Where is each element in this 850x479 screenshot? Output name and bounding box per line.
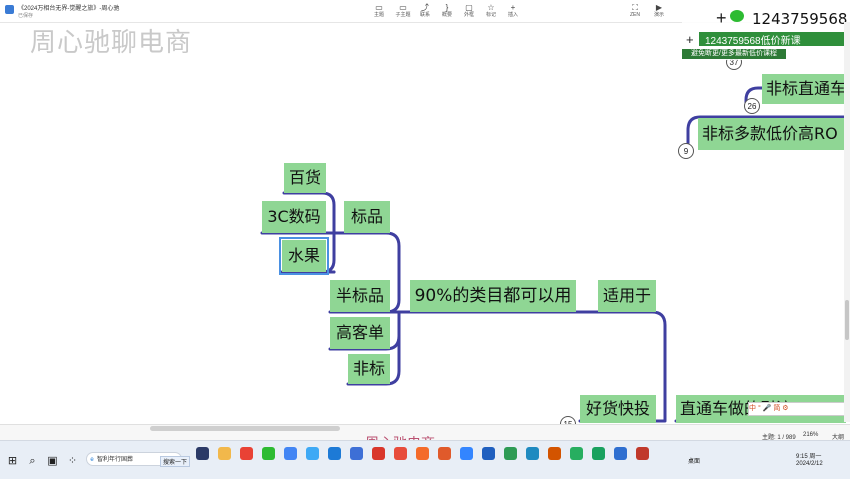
wechat-icon (730, 10, 744, 22)
music-icon[interactable] (394, 447, 407, 460)
toolbar-button-boundary[interactable]: ▢外框 (458, 3, 480, 21)
task-view-icon[interactable]: ▣ (47, 455, 58, 467)
insert-icon: + (510, 3, 516, 12)
node-3c-digital[interactable]: 3C数码 (262, 201, 326, 233)
app-icon (5, 5, 14, 14)
pdf-icon[interactable] (548, 447, 561, 460)
vertical-scrollbar[interactable] (844, 22, 850, 422)
toolbar-button-insert[interactable]: +插入 (502, 3, 524, 21)
node-feibiao-zhitongche[interactable]: 非标直通车 (762, 74, 850, 104)
search-button[interactable]: 搜索一下 (160, 456, 191, 467)
node-haohuo-kuaitou[interactable]: 好货快投 (580, 395, 656, 423)
node-feibiao-multi[interactable]: 非标多款低价高RO (698, 118, 850, 150)
photoshop-icon[interactable] (196, 447, 209, 460)
xmind-icon[interactable] (416, 447, 429, 460)
link-icon: ⤴ (421, 3, 429, 12)
folder-icon[interactable] (218, 447, 231, 460)
node-ninety-percent[interactable]: 90%的类目都可以用 (410, 280, 576, 312)
save-status: 已保存 (18, 13, 34, 19)
windows-start-icon[interactable]: ⊞ (7, 455, 18, 467)
node-biaopin[interactable]: 标品 (344, 201, 390, 233)
mindmap-connectors (260, 86, 850, 423)
toolbar-button-topic[interactable]: ▭主题 (368, 3, 390, 21)
edge-icon: e (90, 457, 94, 463)
topic-icon: ▭ (375, 3, 383, 12)
topic-count: 主题: 1 / 989 (762, 435, 796, 441)
toolbar-button-present[interactable]: ▶演示 (648, 3, 670, 21)
toolbar-button-marker[interactable]: ☆标记 (480, 3, 502, 21)
plus-icon: + (716, 8, 727, 28)
outline-toggle[interactable]: 大纲 (832, 435, 845, 441)
baidu-icon[interactable] (460, 447, 473, 460)
node-shuiguo-selected[interactable]: 水果 (279, 237, 329, 275)
title-bar: 《2024万相台无界-觉醒之旅》-周心驰 已保存 (0, 0, 850, 23)
horizontal-scroll-thumb[interactable] (150, 426, 340, 431)
toolbar-button-summary[interactable]: }概要 (436, 3, 458, 21)
toolbar-label: 插入 (507, 12, 518, 18)
toolbar-label: 子主题 (395, 12, 411, 18)
toolbar-label: 主题 (373, 12, 384, 18)
edge-icon[interactable] (328, 447, 341, 460)
node-baihuo[interactable]: 百货 (284, 163, 326, 193)
marker-icon: ☆ (487, 3, 495, 12)
chat-icon[interactable] (592, 447, 605, 460)
document-title: 《2024万相台无界-觉醒之旅》-周心驰 (18, 6, 120, 12)
toolbar-button-zen[interactable]: ⛶ZEN (624, 3, 646, 21)
toolbar-label: 联系 (419, 12, 430, 18)
qq-icon[interactable] (306, 447, 319, 460)
node-banbiaopin[interactable]: 半标品 (330, 280, 390, 312)
toolbar-label: 标记 (485, 12, 496, 18)
chrome-alt-icon[interactable] (284, 447, 297, 460)
wechat-icon[interactable] (262, 447, 275, 460)
connector-right-mid (686, 115, 850, 148)
clock-time[interactable]: 9:15 周一 (796, 454, 822, 460)
zoom-level[interactable]: 216% (803, 432, 819, 438)
clock-date[interactable]: 2024/2/12 (796, 461, 823, 467)
ad-caption: 避免断更/更多最新低价课程 (682, 49, 786, 59)
browser-icon[interactable] (614, 447, 627, 460)
toolbar-label: ZEN (630, 12, 640, 18)
green-app-icon[interactable] (570, 447, 583, 460)
video-icon[interactable] (482, 447, 495, 460)
connector-feibiao (346, 334, 401, 386)
ad-phone: 1243759568 (752, 10, 848, 28)
ad-banner: 1243759568低价新课 (699, 32, 850, 46)
toolbar-label: 概要 (441, 12, 452, 18)
summary-icon: } (445, 3, 449, 12)
subtopic-icon: ▭ (399, 3, 407, 12)
chrome-icon[interactable] (240, 447, 253, 460)
node-shiyongyu[interactable]: 适用于 (598, 280, 656, 312)
collapse-badge-9[interactable]: 9 (678, 143, 694, 159)
notes-icon[interactable] (350, 447, 363, 460)
ime-toolbar[interactable]: 中 ° 🎤 简 ⚙ (748, 402, 850, 416)
toolbar-button-subtopic[interactable]: ▭子主题 (392, 3, 414, 21)
watermark-top: 周心驰聊电商 (30, 28, 193, 58)
collapse-badge-26[interactable]: 26 (744, 98, 760, 114)
desktop-label[interactable]: 桌面 (688, 459, 701, 465)
boundary-icon: ▢ (465, 3, 473, 12)
plus-icon-small: + (686, 32, 694, 47)
office-icon[interactable] (438, 447, 451, 460)
zen-icon: ⛶ (632, 3, 638, 12)
present-icon: ▶ (655, 3, 663, 12)
sheet-icon[interactable] (504, 447, 517, 460)
search-icon[interactable]: ⌕ (29, 455, 36, 467)
widgets-icon[interactable]: ⁘ (67, 455, 78, 467)
toolbar-label: 外框 (463, 12, 474, 18)
search-text: 智利年行国葬 (97, 457, 134, 463)
connector-shiyong (596, 310, 667, 422)
wps-icon[interactable] (372, 447, 385, 460)
node-feibiao[interactable]: 非标 (348, 354, 390, 384)
toolbar-label: 演示 (653, 12, 664, 18)
vertical-scroll-thumb[interactable] (845, 300, 849, 340)
photo-icon[interactable] (526, 447, 539, 460)
record-icon[interactable] (636, 447, 649, 460)
node-gaokedan[interactable]: 高客单 (330, 317, 390, 349)
toolbar-button-link[interactable]: ⤴联系 (414, 3, 436, 21)
